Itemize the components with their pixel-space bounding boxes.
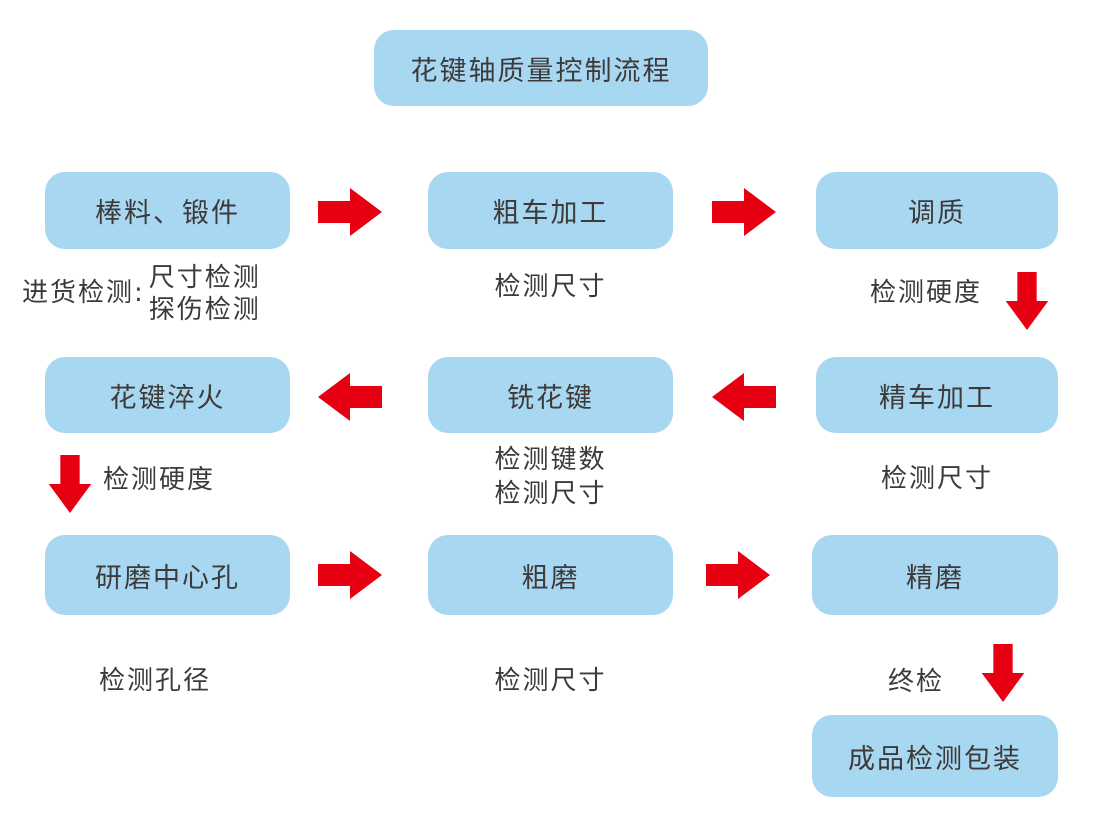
node-rough-grind: 粗磨 [428,535,673,615]
check-size-after-finish-turning: 检测尺寸 [880,464,993,494]
check-key-count-label: 检测键数 [494,445,607,475]
node-rough-turning: 粗车加工 [428,172,673,249]
arrow-down-icon [981,644,1025,702]
check-size-after-rough-grind: 检测尺寸 [494,666,607,696]
check-size-after-rough-turning: 检测尺寸 [494,272,607,302]
arrow-right-icon [318,551,382,599]
arrow-down-icon [48,455,92,513]
incoming-flaw-check-label: 探伤检测 [148,295,261,325]
arrow-left-icon [712,373,776,421]
arrow-right-icon [706,551,770,599]
arrow-right-icon [712,188,776,236]
node-finish-turning: 精车加工 [816,357,1058,433]
node-quench-temper: 调质 [816,172,1058,249]
node-finish-grind: 精磨 [812,535,1058,615]
check-hardness-after-spline-quench: 检测硬度 [103,465,216,495]
checks-after-spline-milling: 检测键数 检测尺寸 [428,443,673,511]
node-final-package: 成品检测包装 [812,715,1058,797]
check-hole-diameter-label: 检测孔径 [98,666,211,696]
incoming-inspection-items: 尺寸检测 探伤检测 [149,262,261,326]
incoming-inspection-label: 进货检测: [22,278,145,309]
arrow-left-icon [318,373,382,421]
check-hardness-after-quench-temper: 检测硬度 [869,278,982,308]
node-spline-milling: 铣花键 [428,357,673,433]
arrow-right-icon [318,188,382,236]
final-inspection-label: 终检 [887,667,944,697]
incoming-inspection-note: 进货检测: 尺寸检测 探伤检测 [22,262,261,326]
arrow-down-icon [1005,272,1049,330]
check-size-label: 检测尺寸 [494,479,607,509]
node-grind-center-hole: 研磨中心孔 [45,535,290,615]
incoming-size-check-label: 尺寸检测 [148,263,261,293]
diagram-title: 花键轴质量控制流程 [374,30,708,106]
node-spline-quench: 花键淬火 [45,357,290,433]
node-raw-material: 棒料、锻件 [45,172,290,249]
